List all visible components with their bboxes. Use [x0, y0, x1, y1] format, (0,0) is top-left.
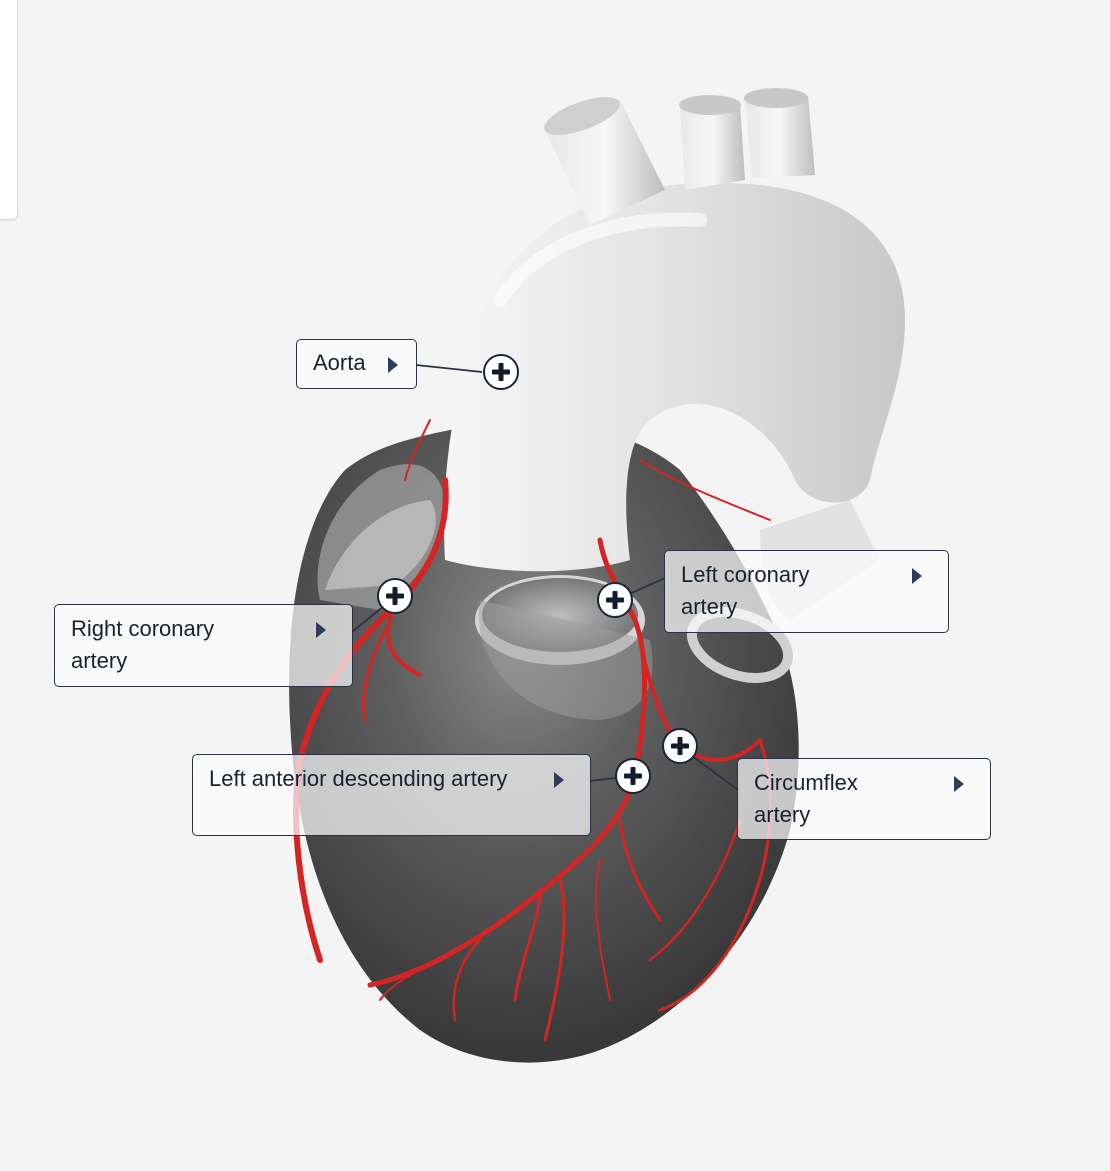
- label-left-anterior-descending-artery-text: Left anterior descending artery: [209, 766, 508, 791]
- side-panel: [0, 0, 18, 220]
- play-triangle-icon[interactable]: [388, 357, 398, 373]
- marker-left-anterior-descending-artery-plus-icon[interactable]: [615, 758, 651, 794]
- marker-left-coronary-artery-plus-icon[interactable]: [597, 582, 633, 618]
- play-triangle-icon[interactable]: [912, 568, 922, 584]
- marker-circumflex-artery-plus-icon[interactable]: [662, 728, 698, 764]
- play-triangle-icon[interactable]: [316, 622, 326, 638]
- marker-aorta-plus-icon[interactable]: [483, 354, 519, 390]
- label-right-coronary-artery-text: Right coronary artery: [71, 616, 215, 673]
- marker-right-coronary-artery-plus-icon[interactable]: [377, 578, 413, 614]
- play-triangle-icon[interactable]: [554, 772, 564, 788]
- play-triangle-icon[interactable]: [954, 776, 964, 792]
- label-left-coronary-artery[interactable]: Left coronary artery: [664, 550, 949, 633]
- label-circumflex-artery-text: Circumflex artery: [754, 770, 858, 827]
- label-aorta-text: Aorta: [313, 350, 366, 375]
- label-right-coronary-artery[interactable]: Right coronary artery: [54, 604, 353, 687]
- label-circumflex-artery[interactable]: Circumflex artery: [737, 758, 991, 840]
- label-left-coronary-artery-text: Left coronary artery: [681, 562, 810, 619]
- label-left-anterior-descending-artery[interactable]: Left anterior descending artery: [192, 754, 591, 836]
- label-aorta[interactable]: Aorta: [296, 339, 417, 389]
